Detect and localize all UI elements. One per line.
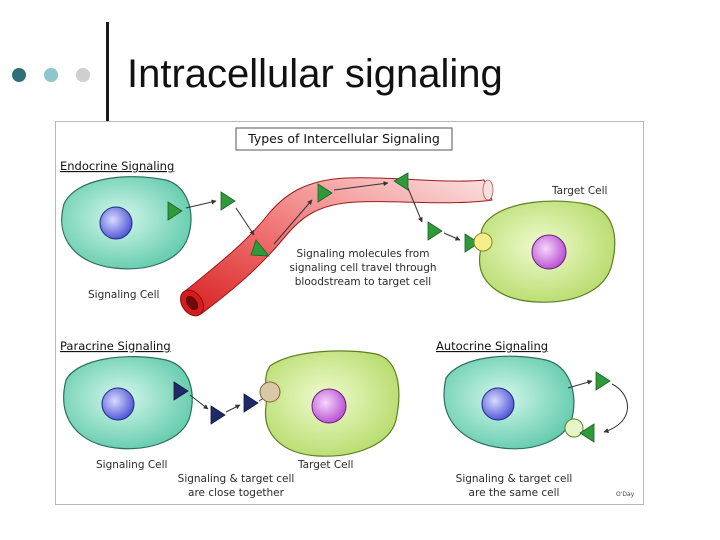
- endocrine-heading: Endocrine Signaling: [60, 159, 174, 173]
- bullet-dot-1: [12, 68, 26, 82]
- figure-title-box: [235, 127, 453, 151]
- endocrine-target-cell-label: Target Cell: [551, 185, 607, 197]
- paracrine-caption-line-1: Signaling & target cell: [178, 473, 295, 485]
- paracrine-signaling-cell-label: Signaling Cell: [96, 459, 167, 471]
- title-divider: [106, 22, 109, 122]
- endocrine-signal-molecules: [167, 172, 480, 257]
- endocrine-caption-line-3: bloodstream to target cell: [295, 276, 431, 288]
- bullet-dot-2: [44, 68, 58, 82]
- paracrine-signal-molecules: [173, 381, 259, 425]
- endocrine-caption-line-2: signaling cell travel through: [289, 262, 436, 274]
- autocrine-nucleus: [481, 387, 515, 421]
- autocrine-caption-line-2: are the same cell: [469, 487, 560, 499]
- paracrine-caption-line-2: are close together: [188, 487, 285, 499]
- bullet-dot-3: [76, 68, 90, 82]
- endocrine-receptor: [473, 232, 493, 252]
- autocrine-caption-line-1: Signaling & target cell: [456, 473, 573, 485]
- signaling-figure: Types of Intercellular Signaling Endocri…: [55, 121, 644, 505]
- paracrine-receptor: [259, 381, 281, 403]
- slide-title: Intracellular signaling: [127, 52, 503, 96]
- paracrine-signaling-nucleus: [101, 387, 135, 421]
- paracrine-target-nucleus: [311, 388, 347, 424]
- autocrine-signal-molecules: [579, 371, 611, 443]
- blood-vessel: [180, 177, 494, 317]
- endocrine-arrows: [185, 181, 461, 245]
- endocrine-signaling-nucleus: [99, 206, 133, 240]
- endocrine-signaling-cell-label: Signaling Cell: [88, 289, 159, 301]
- endocrine-caption-line-1: Signaling molecules from: [297, 248, 430, 260]
- paracrine-heading: Paracrine Signaling: [60, 339, 171, 353]
- figure-title: Types of Intercellular Signaling: [247, 131, 440, 146]
- autocrine-receptor: [564, 418, 584, 438]
- autocrine-arrows: [567, 379, 628, 434]
- autocrine-heading: Autocrine Signaling: [436, 339, 548, 353]
- paracrine-target-cell-label: Target Cell: [297, 459, 353, 471]
- figure-signature: O'Day: [616, 491, 635, 498]
- endocrine-target-nucleus: [531, 234, 567, 270]
- signaling-diagram: Types of Intercellular Signaling Endocri…: [60, 127, 635, 499]
